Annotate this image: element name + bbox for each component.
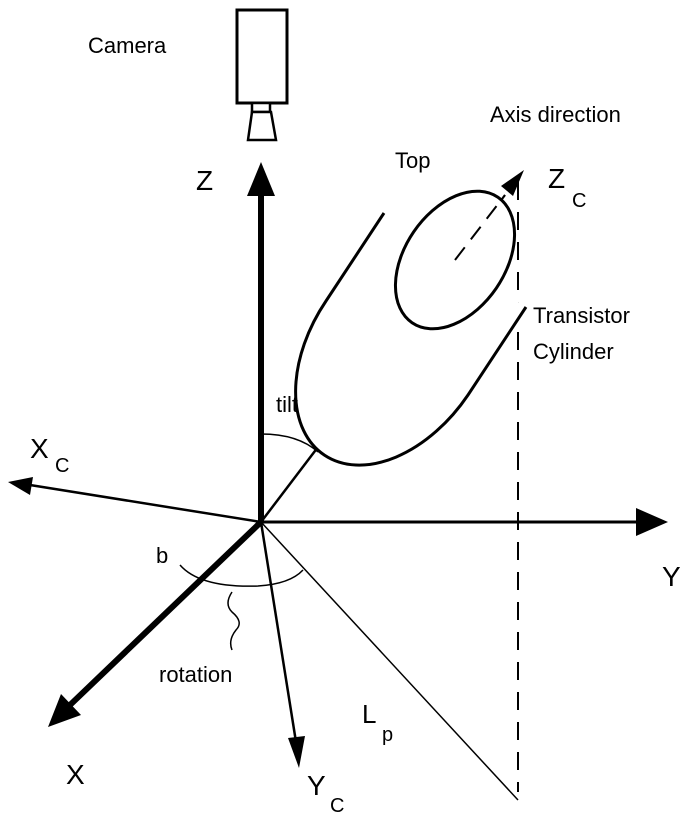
tilt-label: tilt [276,392,298,417]
transistor-cylinder [294,189,528,467]
lp-label-sub: p [382,724,393,746]
lp-projection-line [260,521,519,801]
tilt-arc [260,433,319,453]
x-axis-label: X [66,759,85,790]
y-axis [261,508,668,536]
z-axis-label: Z [196,165,213,196]
camera-label: Camera [88,33,167,58]
xc-label: X C [30,433,69,477]
rotation-pointer [227,591,240,651]
yc-label: Y C [307,770,344,817]
x-axis [48,519,264,727]
b-angle-label: b [156,543,168,568]
axis-direction-label: Axis direction [490,102,621,127]
yc-label-sub: C [330,795,344,817]
zc-label: Z C [548,163,586,212]
lp-label: L p [362,699,393,746]
xc-label-main: X [30,433,49,464]
lp-label-main: L [362,699,376,729]
zc-label-main: Z [548,163,565,194]
z-axis [247,162,275,522]
xc-axis [8,477,262,524]
yc-axis [259,521,305,768]
y-axis-label: Y [662,561,681,592]
rotation-arc [179,564,304,587]
top-label: Top [395,148,430,173]
rotation-label: rotation [159,662,232,687]
cylinder-label: Cylinder [533,339,614,364]
yc-label-main: Y [307,770,326,801]
xc-label-sub: C [55,455,69,477]
camera-icon [235,8,289,142]
transistor-label: Transistor [533,303,630,328]
zc-label-sub: C [572,190,586,212]
